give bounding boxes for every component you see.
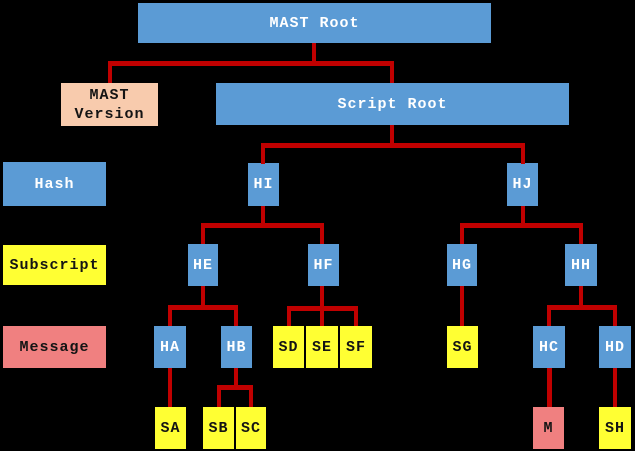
edge-mastroot-down [312,43,316,66]
edge-to-hb [234,305,238,326]
edge-to-hg [460,223,464,244]
node-hj: HJ [507,163,538,206]
node-sf: SF [340,326,372,368]
node-hi: HI [248,163,279,206]
edge-hh-down [579,286,583,310]
edge-to-ha [168,305,172,326]
node-m: M [533,407,564,449]
node-sc: SC [236,407,266,449]
edge-hd-to-sh [613,368,617,407]
edge-to-scriptroot [390,61,394,83]
node-hh: HH [565,244,597,286]
edge-ha-to-sa [168,368,172,407]
node-sa: SA [155,407,186,449]
edge-to-he [201,223,205,244]
edge-to-sc [249,385,253,407]
edge-hi-down [261,206,265,228]
edge-hj-down [521,206,525,228]
edge-to-hi [261,143,265,164]
edge-to-sb [217,385,221,407]
node-sg: SG [447,326,478,368]
edge-hf-children-horizontal [287,306,358,311]
node-sb: SB [203,407,234,449]
edge-hg-to-sg [460,286,464,326]
edge-to-hf [320,223,324,244]
node-he: HE [188,244,218,286]
legend-message: Message [3,326,106,368]
node-script-root: Script Root [216,83,569,125]
edge-hh-children-horizontal [547,305,617,310]
edge-to-hc [547,305,551,326]
node-hd: HD [599,326,631,368]
edge-hb-down [234,368,238,390]
edge-level2-horizontal [261,143,525,148]
edge-to-hd [613,305,617,326]
node-hg: HG [447,244,477,286]
node-mast-root: MAST Root [138,3,491,43]
legend-subscript: Subscript [3,245,106,285]
edge-he-children-horizontal [168,305,238,310]
edge-to-hj [521,143,525,164]
edge-hi-children-horizontal [201,223,324,228]
node-ha: HA [154,326,186,368]
edge-to-hh [579,223,583,244]
edge-level1-horizontal [108,61,394,66]
edge-hj-children-horizontal [460,223,583,228]
node-sd: SD [273,326,304,368]
edge-hb-children-horizontal [217,385,253,390]
node-hc: HC [533,326,565,368]
edge-scriptroot-down [390,125,394,148]
node-mast-version: MAST Version [61,83,158,126]
node-se: SE [306,326,338,368]
node-hf: HF [308,244,339,286]
node-sh: SH [599,407,631,449]
edge-he-down [201,286,205,310]
edge-to-sf [354,306,358,326]
legend-hash: Hash [3,162,106,206]
node-hb: HB [221,326,252,368]
edge-to-sd [287,306,291,326]
edge-hc-to-m [547,368,552,407]
edge-to-mastversion [108,61,112,83]
